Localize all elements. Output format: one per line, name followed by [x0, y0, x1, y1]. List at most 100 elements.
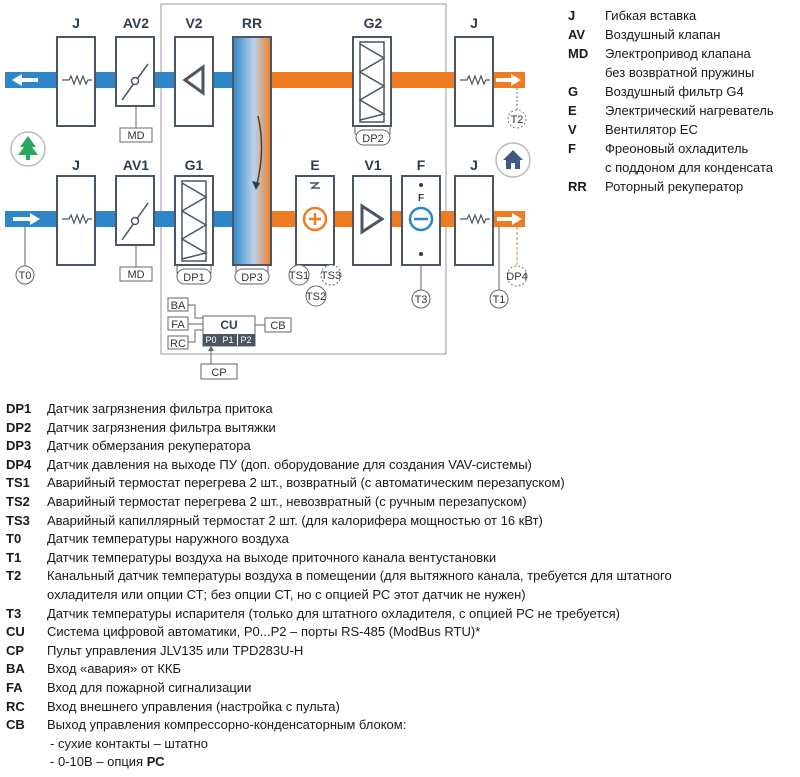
legend-description: Аварийный термостат перегрева 2 шт., нев… [47, 493, 527, 509]
legend-code: DP4 [6, 456, 32, 472]
legend-description: Фреоновый охладитель [605, 141, 749, 156]
block-v2: V2 [174, 15, 214, 127]
exhaust-in-arrow [496, 74, 521, 86]
cb-option-analog: - 0-10В – опция РС [50, 754, 165, 770]
legend-description: Аварийный капиллярный термостат 2 шт. (д… [47, 512, 543, 528]
sensor-ts2: TS2 [305, 285, 327, 307]
svg-text:P1: P1 [222, 335, 233, 345]
legend-bottom-row: CB Выход управления компрессорно-конденса… [6, 716, 796, 735]
svg-text:V1: V1 [364, 157, 381, 173]
block-v1: V1 [352, 157, 392, 266]
legend-code: TS2 [6, 493, 30, 509]
legend-code: E [568, 103, 577, 118]
legend-description: Вход «авария» от ККБ [47, 661, 182, 677]
legend-code [568, 158, 605, 177]
legend-top-row: E Электрический нагреватель [568, 101, 774, 120]
legend-code: RC [6, 698, 25, 714]
legend-description: Воздушный фильтр G4 [605, 84, 744, 99]
legend-description: Выход управления компрессорно-конденсато… [47, 717, 407, 733]
exhaust-out-arrow [12, 74, 38, 86]
sensor-t1: T1 [489, 227, 509, 309]
sensor-t2: T2 [507, 88, 527, 129]
legend-code: CU [6, 624, 25, 640]
legend-top-row: G Воздушный фильтр G4 [568, 82, 774, 101]
legend-description: с поддоном для конденсата [605, 160, 773, 175]
legend-description: Система цифровой автоматики, P0...P2 – п… [47, 624, 481, 640]
svg-text:DP3: DP3 [241, 272, 262, 284]
legend-description: Электрический нагреватель [605, 103, 774, 118]
block-e: E [295, 157, 335, 266]
ventilation-diagram: J AV2 MD V2 RR G2 DP2 J T2 [5, 3, 531, 380]
legend-code: T0 [6, 531, 22, 547]
legend-code: RR [568, 179, 587, 194]
legend-description: Датчик температуры наружного воздуха [47, 531, 289, 547]
legend-description: Электропривод клапана [605, 46, 751, 61]
legend-bottom-row: DP3 Датчик обмерзания рекуператора [6, 437, 796, 456]
legend-code: DP1 [6, 401, 32, 416]
block-av2: AV2 MD [115, 15, 155, 143]
legend-code: T3 [6, 605, 22, 621]
control-unit: BA FA RC CU P0 P1 P2 CB CP [167, 297, 292, 380]
legend-code: V [568, 122, 577, 137]
svg-text:J: J [470, 15, 478, 31]
legend-code: G [568, 84, 579, 99]
svg-text:DP2: DP2 [362, 133, 383, 145]
supply-in-arrow [13, 213, 40, 225]
sensor-dp4: DP4 [506, 227, 528, 287]
block-f: F F T3 [401, 157, 441, 309]
legend-code: T1 [6, 549, 22, 565]
svg-text:TS2: TS2 [306, 291, 326, 303]
cb-option-dry-contacts: - сухие контакты – штатно [50, 735, 208, 751]
legend-code: MD [568, 46, 589, 61]
svg-text:TS1: TS1 [289, 270, 309, 282]
legend-description: Датчик давления на выходе ПУ (доп. обору… [47, 456, 532, 472]
legend-code: TS1 [6, 475, 30, 491]
svg-text:TS3: TS3 [321, 270, 341, 282]
legend-code: DP3 [6, 438, 32, 454]
legend-code: CB [6, 717, 25, 733]
legend-description: Датчик загрязнения фильтра вытяжки [47, 419, 276, 435]
block-j-top-right: J [454, 15, 494, 127]
svg-text:DP1: DP1 [183, 272, 204, 284]
svg-text:MD: MD [127, 130, 144, 142]
svg-text:RC: RC [170, 338, 186, 350]
block-j-bot-left: J [56, 157, 96, 266]
svg-text:CB: CB [270, 320, 285, 332]
sensor-ts3: TS3 [320, 264, 342, 286]
tree-icon [10, 131, 46, 167]
svg-text:T0: T0 [19, 270, 32, 282]
legend-code: J [568, 8, 576, 23]
svg-text:G2: G2 [364, 15, 383, 31]
svg-text:E: E [310, 157, 319, 173]
legend-code [6, 586, 47, 605]
svg-text:J: J [72, 157, 80, 173]
legend-bottom-row: T0 Датчик температуры наружного воздуха [6, 530, 796, 549]
legend-code: AV [568, 27, 586, 42]
supply-out-arrow [497, 213, 522, 225]
svg-text:AV1: AV1 [123, 157, 149, 173]
svg-text:CP: CP [211, 367, 226, 379]
block-g1: G1 DP1 [174, 157, 214, 285]
block-g2: G2 DP2 [352, 15, 392, 146]
legend-description: охладителя или опции СТ; без опции СТ, н… [47, 586, 526, 602]
svg-text:RR: RR [242, 15, 262, 31]
legend-description: Датчик обмерзания рекуператора [47, 438, 251, 454]
legend-description: Датчик температуры испарителя (только дл… [47, 605, 620, 621]
legend-description: Вход внешнего управления (настройка с пу… [47, 698, 340, 714]
legend-bottom-row: CU Система цифровой автоматики, P0...P2 –… [6, 623, 796, 642]
legend-bottom-row: охладителя или опции СТ; без опции СТ, н… [6, 586, 796, 605]
sensor-dp3: DP3 [234, 265, 270, 285]
block-rr: RR [232, 15, 272, 266]
svg-text:F: F [417, 157, 426, 173]
